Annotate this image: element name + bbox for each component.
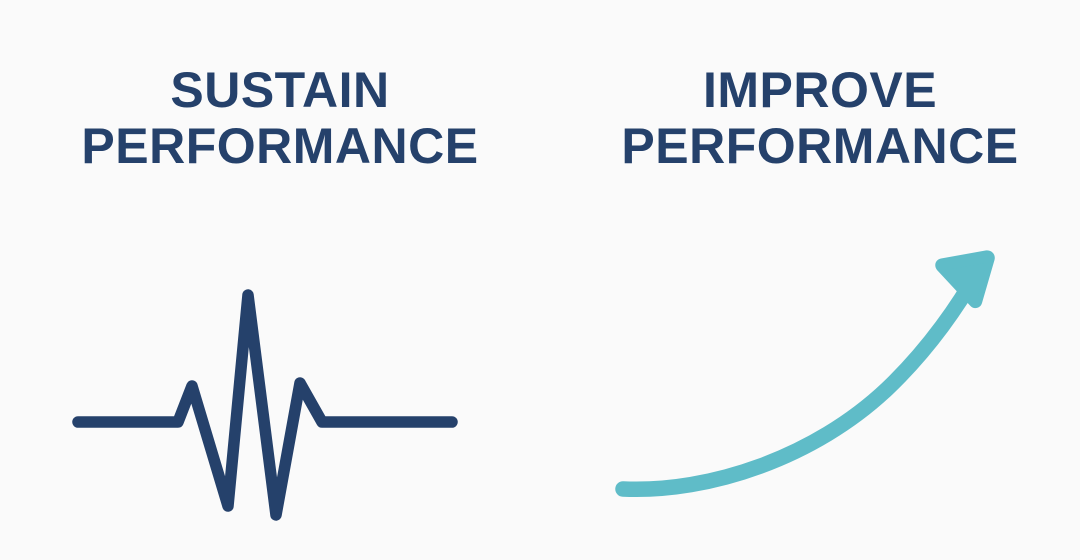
panel-sustain: SUSTAIN PERFORMANCE: [81, 62, 478, 174]
panel-improve-title-line-2: PERFORMANCE: [621, 118, 1019, 174]
panel-sustain-title-line-1: SUSTAIN: [170, 62, 390, 118]
panel-improve-title: IMPROVE PERFORMANCE: [621, 62, 1018, 174]
panel-improve: IMPROVE PERFORMANCE: [560, 0, 1080, 560]
panel-improve-title-line-1: IMPROVE: [702, 62, 938, 118]
panel-sustain-title-line-2: PERFORMANCE: [81, 118, 479, 174]
panel-sustain-title: SUSTAIN PERFORMANCE: [81, 62, 478, 174]
